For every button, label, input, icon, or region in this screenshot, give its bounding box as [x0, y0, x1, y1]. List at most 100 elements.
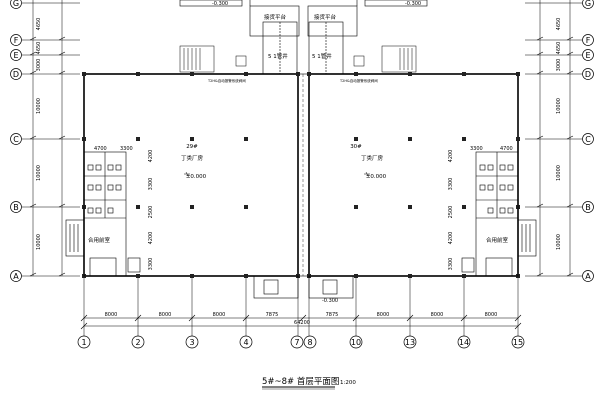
level-mark-bottom-center: -0.300 — [322, 298, 338, 304]
axis-bubble: 13 — [403, 335, 417, 349]
bottom-dim: 8000 — [159, 312, 172, 318]
svg-text:14: 14 — [459, 338, 469, 347]
axis-bubbles-left: G F E D C B A — [10, 0, 22, 282]
inner-dim: 2500 — [448, 206, 454, 219]
svg-text:3: 3 — [189, 338, 194, 347]
axis-bubble: B — [10, 201, 22, 213]
inner-dim: 4200 — [448, 232, 454, 245]
svg-text:G: G — [13, 0, 19, 8]
svg-text:7: 7 — [294, 338, 299, 347]
axis-bubble: F — [10, 34, 22, 46]
svg-text:8: 8 — [307, 338, 312, 347]
bottom-dim: 8000 — [105, 312, 118, 318]
inner-dim: 4200 — [448, 150, 454, 163]
axis-bubble: A — [582, 270, 594, 282]
inner-dim: 3300 — [448, 178, 454, 191]
axis-bubble: D — [10, 68, 22, 80]
core-left — [65, 151, 141, 277]
drawing-title: 5#~8# 首层平面图 1:200 — [262, 376, 356, 390]
side-dim: 4650 — [36, 18, 42, 31]
axis-bubble: 10 — [349, 335, 363, 349]
building-use-30: 丁类厂房 — [361, 154, 384, 162]
building-elevation-29: ±0.000 — [186, 174, 207, 180]
room-label-office-right: 合用前室 — [486, 236, 509, 244]
room-label-office-left: 合用前室 — [88, 236, 111, 244]
bottom-dim: 8000 — [377, 312, 390, 318]
building-elevation-30: ±0.000 — [366, 174, 387, 180]
building-use-29: 丁类厂房 — [181, 154, 204, 162]
svg-text:13: 13 — [405, 338, 415, 347]
axis-bubble: 2 — [131, 335, 145, 349]
bottom-dim: 7875 — [326, 312, 339, 318]
svg-text:B: B — [13, 203, 19, 212]
side-dim: 3000 — [36, 59, 42, 72]
axis-bubble: 7 — [290, 335, 304, 349]
axis-bubble: E — [10, 49, 22, 61]
side-dim: 10000 — [36, 165, 42, 181]
svg-text:C: C — [13, 135, 19, 144]
axis-bubble: 14 — [457, 335, 471, 349]
inner-dim: 4700 — [500, 146, 513, 152]
drawing-title-text: 5#~8# 首层平面图 — [262, 376, 339, 387]
balcony-label-left: 接货平台 — [264, 13, 287, 21]
inner-dim: 3300 — [470, 146, 483, 152]
well-label-left: 5 1管井 — [268, 52, 288, 60]
svg-text:F: F — [586, 36, 591, 45]
top-platform — [179, 0, 428, 75]
inner-dim: 3300 — [148, 258, 154, 271]
side-dim: 4650 — [36, 42, 42, 55]
axis-bubble: 8 — [303, 335, 317, 349]
axis-bubble: G — [582, 0, 594, 9]
building-number-29: 29# — [186, 144, 198, 150]
svg-text:2: 2 — [135, 338, 140, 347]
total-dim: 64200 — [294, 320, 310, 326]
inner-dim: 3300 — [120, 146, 133, 152]
fire-note-left: T2H&自动报警系统阀间 — [207, 78, 246, 83]
side-dimensions-left: 4650 4650 3000 10000 10000 10000 — [36, 18, 42, 250]
bottom-dim: 8000 — [485, 312, 498, 318]
building-outline — [83, 73, 519, 277]
side-dim: 4650 — [556, 18, 562, 31]
svg-text:D: D — [13, 70, 19, 79]
well-label-right: 5 1管井 — [312, 52, 332, 60]
side-dim: 4650 — [556, 42, 562, 55]
axis-bubble: B — [582, 201, 594, 213]
svg-text:B: B — [585, 203, 591, 212]
drawing-scale: 1:200 — [340, 380, 356, 386]
stair-top-left — [179, 45, 247, 73]
inner-dim: 2500 — [148, 206, 154, 219]
axis-bubble: 15 — [511, 335, 525, 349]
side-dim: 10000 — [36, 98, 42, 114]
side-dim: 10000 — [36, 234, 42, 250]
bottom-entries — [253, 275, 354, 299]
axis-bubble: G — [10, 0, 22, 9]
stair-top-right — [353, 45, 417, 73]
inner-dim: 4700 — [94, 146, 107, 152]
axis-bubble: 4 — [239, 335, 253, 349]
axis-bubble: C — [582, 133, 594, 145]
building-number-30: 30# — [350, 144, 362, 150]
svg-text:E: E — [13, 51, 18, 60]
svg-text:A: A — [13, 272, 19, 281]
svg-text:A: A — [585, 272, 591, 281]
axis-bubble: E — [582, 49, 594, 61]
side-dim: 10000 — [556, 98, 562, 114]
inner-dim: 3300 — [148, 178, 154, 191]
svg-text:E: E — [585, 51, 590, 60]
axis-grid-lines — [22, 0, 582, 336]
side-dim: 3000 — [556, 59, 562, 72]
level-mark-top-right: -0.300 — [405, 1, 421, 7]
svg-text:C: C — [585, 135, 591, 144]
level-mark-top-left: -0.300 — [212, 1, 228, 7]
side-dim: 10000 — [556, 165, 562, 181]
inner-dim: 4200 — [148, 232, 154, 245]
axis-bubble: C — [10, 133, 22, 145]
side-dim: 10000 — [556, 234, 562, 250]
core-right — [461, 151, 537, 277]
bottom-dim: 8000 — [213, 312, 226, 318]
axis-bubble: D — [582, 68, 594, 80]
columns — [82, 72, 520, 278]
bottom-dim: 7875 — [266, 312, 279, 318]
side-dimensions-right: 4650 4650 3000 10000 10000 10000 — [556, 18, 562, 250]
